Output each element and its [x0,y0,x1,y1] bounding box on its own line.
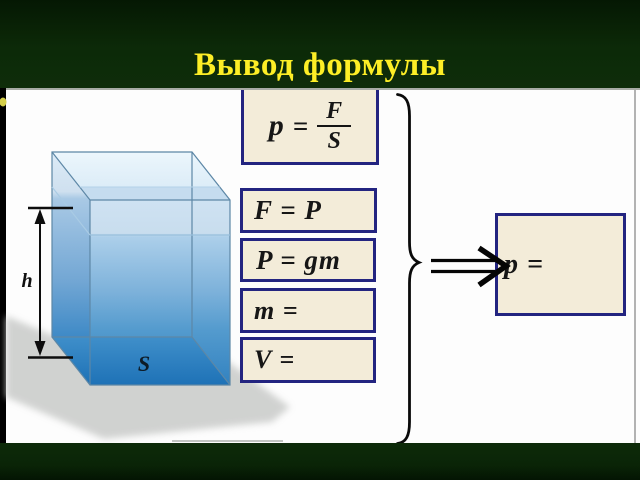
formula-box-result: p = [495,213,626,316]
formula-box-volume: V = [240,337,376,383]
formula-text: F = P [254,195,322,225]
slide-title: Вывод формулы [194,47,446,83]
result-text: p = [504,248,544,280]
formula-text: m = [254,295,299,325]
equals-sign: = [292,110,309,141]
formula-text: P = gm [256,244,341,275]
fraction-numerator: F [326,97,343,124]
fraction-bar [317,125,352,127]
top-title-bar [0,0,640,88]
fraction-denominator: S [327,128,341,154]
formula-text: V = [254,345,296,374]
bottom-bar [0,443,640,480]
formula-box-force-weight: F = P [240,188,377,233]
right-edge-divider [634,90,636,443]
tank-edges [51,151,231,386]
water-line-left [51,186,91,236]
force-over-area-fraction: F S [317,97,352,154]
base-area-label: S [138,351,150,376]
top-bar-divider [6,88,640,90]
implication-arrow [431,245,511,288]
tank-bottom-face [52,337,230,385]
stray-mark [0,97,7,107]
formula-box-pressure: p = F S [241,87,379,165]
curly-brace [396,93,423,445]
height-label: h [21,270,32,292]
formula-box-weight-gm: P = gm [240,238,376,282]
tank-left-face [52,152,90,385]
height-dimension [28,206,73,359]
formula-box-mass: m = [240,288,376,333]
pressure-symbol: p [268,109,284,142]
